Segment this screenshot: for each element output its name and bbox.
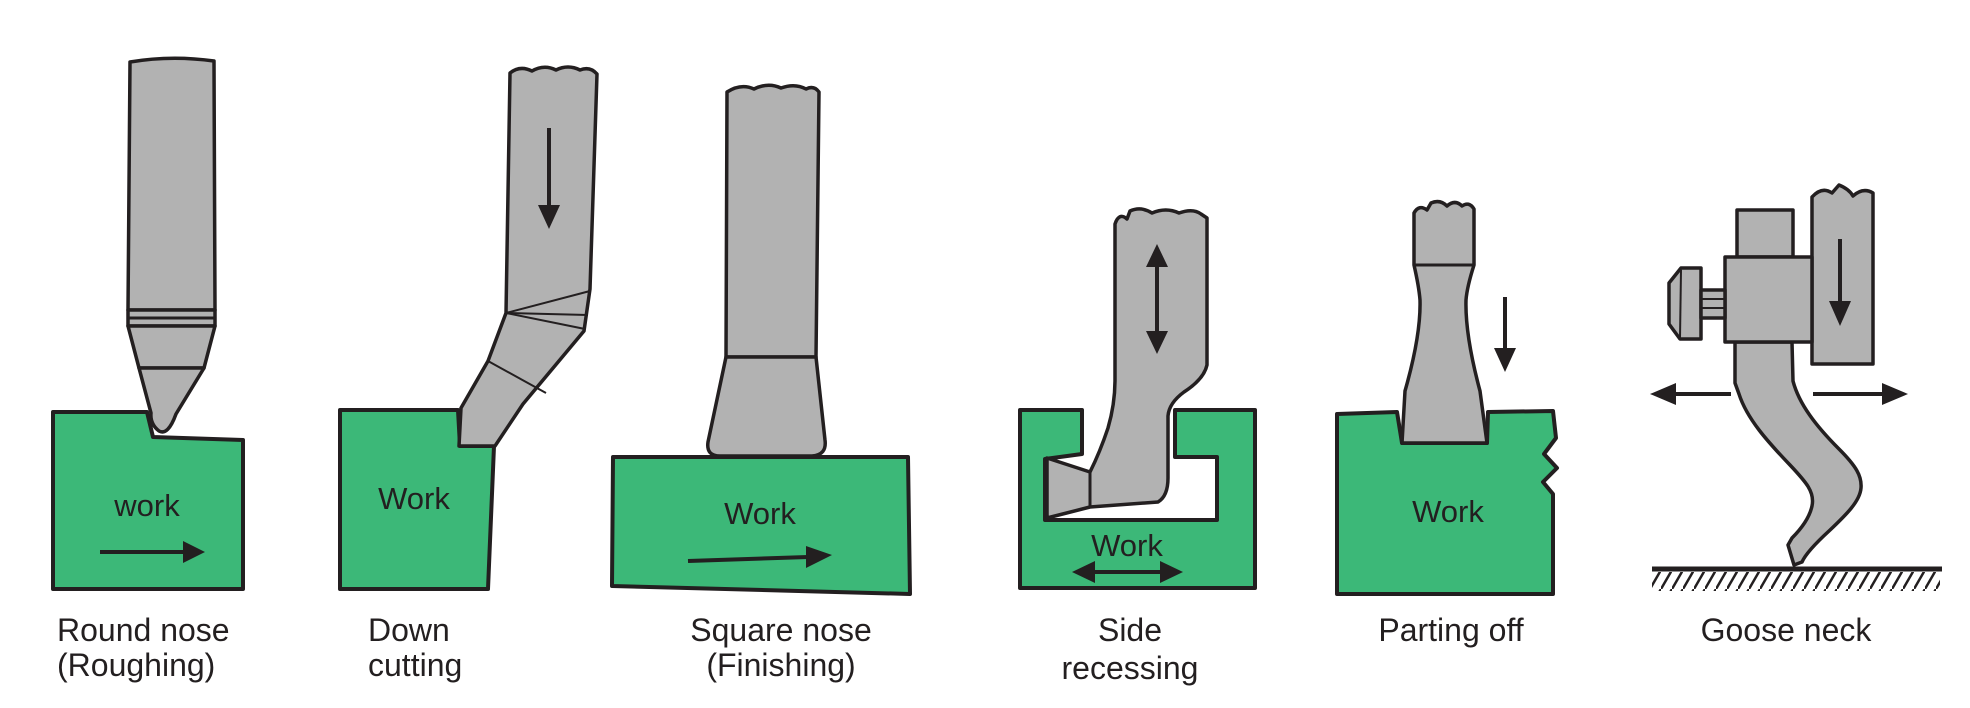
panel-side-recessing: Work Side recessing	[1018, 207, 1257, 686]
caption-line: Parting off	[1378, 612, 1523, 648]
caption-line: recessing	[1062, 650, 1199, 686]
clamp-top-block	[1735, 208, 1795, 259]
caption-line: Side	[1098, 612, 1162, 648]
panel-parting-off: Work Parting off	[1335, 199, 1559, 648]
round-nose-tool-taper	[126, 324, 217, 370]
panel-round-nose: work Round nose (Roughing)	[51, 56, 245, 683]
work-label: Work	[1091, 528, 1163, 563]
feed-right-arrow-icon	[100, 541, 205, 563]
stroke-right-arrow-icon	[1813, 383, 1908, 405]
work-label: Work	[724, 496, 796, 531]
caption-line: Round nose	[57, 612, 230, 648]
caption-line: (Roughing)	[57, 647, 215, 683]
clamp-block	[1723, 255, 1814, 344]
side-recessing-tool	[1045, 207, 1209, 520]
clamp-bolt-shaft	[1699, 288, 1727, 320]
work-label: work	[113, 488, 180, 523]
caption-line: Goose neck	[1701, 612, 1873, 648]
panel-goose-neck: Goose neck	[1650, 183, 1942, 648]
workpiece-with-slot	[1018, 408, 1257, 590]
round-nose-tool-tip	[137, 366, 206, 434]
parting-off-tool	[1400, 199, 1489, 445]
tool-down-arrow-icon	[1829, 239, 1851, 326]
square-nose-tool-base	[706, 355, 827, 458]
work-left-right-arrow-icon	[1072, 561, 1183, 583]
panel-square-nose: Work Square nose (Finishing)	[610, 83, 912, 683]
work-label: Work	[1412, 494, 1484, 529]
clamp-bolt-head	[1667, 266, 1703, 341]
caption-line: Down	[368, 612, 450, 648]
panel-down-cutting: Work Down cutting	[338, 65, 599, 683]
caption-line: cutting	[368, 647, 462, 683]
tool-facet-lines	[487, 290, 591, 394]
square-nose-tool-shank	[724, 83, 821, 359]
tool-post-bar	[1810, 183, 1875, 366]
tool-down-arrow-icon	[1494, 297, 1516, 372]
tool-down-arrow-icon	[538, 128, 560, 229]
round-nose-tool-shank	[126, 56, 217, 312]
stroke-left-arrow-icon	[1650, 383, 1731, 405]
work-label: Work	[378, 481, 450, 516]
feed-right-arrow-icon	[687, 546, 832, 568]
tool-up-down-arrow-icon	[1146, 244, 1168, 354]
ground-hatching	[1652, 572, 1940, 591]
down-cutting-tool	[457, 65, 599, 448]
goose-neck-shank	[1733, 340, 1863, 567]
workpiece	[51, 410, 245, 591]
caption-line: (Finishing)	[706, 647, 855, 683]
caption-line: Square nose	[690, 612, 871, 648]
bolt-head-facet-line	[1679, 269, 1682, 339]
